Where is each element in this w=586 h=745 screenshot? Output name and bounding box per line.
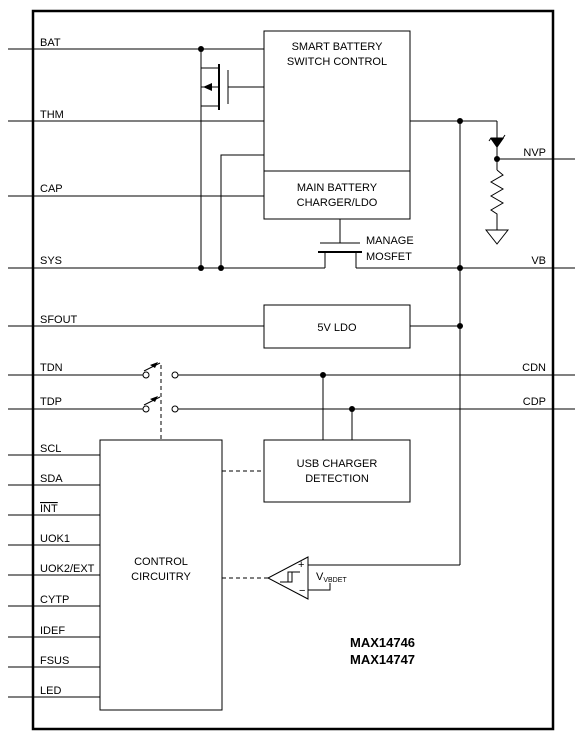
junction-sys-b [218, 265, 224, 271]
junction-bat [198, 46, 204, 52]
pin-scl-label: SCL [40, 443, 61, 455]
tdp-switch-contact-b [171, 405, 179, 413]
pin-bat-label: BAT [40, 37, 61, 49]
smart-battery-label-line1: SMART BATTERY [292, 41, 384, 53]
pin-vb-label: VB [531, 255, 546, 267]
tdn-switch-arrow [150, 362, 158, 368]
junction-vb [457, 265, 463, 271]
junction-vb-thm [457, 118, 463, 124]
pin-thm-label: THM [40, 109, 64, 121]
ground-symbol [484, 229, 510, 245]
tdp-switch-blade [143, 396, 161, 406]
part-number-2: MAX14747 [350, 652, 415, 667]
main-battery-charger-block [263, 170, 411, 220]
comparator-hysteresis-inner [284, 571, 300, 583]
junction-cdp [349, 406, 355, 412]
chip-outline [31, 9, 555, 731]
pin-tdn-label: TDN [40, 362, 63, 374]
pin-fsus-label: FSUS [40, 655, 69, 667]
pin-nvp-label: NVP [523, 147, 546, 159]
tdp-switch-arrow [150, 396, 158, 402]
manage-mosfet-label-line1: MANAGE [366, 235, 414, 247]
part-number-1: MAX14746 [350, 635, 415, 650]
junction-cdn [320, 372, 326, 378]
pin-sda-label: SDA [40, 473, 63, 485]
cap-loop-wire [220, 154, 264, 268]
vbdet-label: VVBDET [316, 571, 347, 584]
comparator-ref-wire [308, 583, 331, 591]
pin-cytp-label: CYTP [40, 594, 69, 606]
nvp-resistor [490, 169, 504, 230]
pin-tdp-label: TDP [40, 396, 62, 408]
pin-sys-label: SYS [40, 255, 62, 267]
tdn-switch-contact-a [142, 371, 150, 379]
main-charger-label-line2: CHARGER/LDO [297, 197, 378, 209]
tdp-switch-contact-a [142, 405, 150, 413]
control-circuitry-block [99, 439, 223, 711]
control-circuitry-label-line1: CONTROL [134, 556, 188, 568]
switch-mosfet-arrow [203, 83, 212, 91]
pin-idef-label: IDEF [40, 625, 65, 637]
junction-sys-a [198, 265, 204, 271]
main-charger-label-line1: MAIN BATTERY [297, 182, 378, 194]
pin-cap-label: CAP [40, 183, 63, 195]
smart-battery-label-line2: SWITCH CONTROL [287, 56, 387, 68]
tdn-switch-blade [143, 362, 161, 372]
junction-nvp [494, 156, 500, 162]
pin-cdp-label: CDP [523, 396, 546, 408]
manage-mosfet-label-line2: MOSFET [366, 251, 412, 263]
vbdet-comparator [266, 556, 309, 600]
comparator-minus-sign: − [299, 585, 305, 597]
pin-sfout-label: SFOUT [40, 314, 78, 326]
nvp-diode-triangle [490, 138, 504, 148]
usb-charger-detection-block [263, 439, 411, 503]
control-circuitry-label-line2: CIRCUITRY [131, 571, 191, 583]
usb-charger-label-line2: DETECTION [305, 473, 369, 485]
comparator-hysteresis [280, 571, 296, 583]
pin-cdn-label: CDN [522, 362, 546, 374]
junction-ldo [457, 323, 463, 329]
pin-uok1-label: UOK1 [40, 533, 70, 545]
pin-uok2-ext-label: UOK2/EXT [40, 563, 95, 575]
tdn-switch-contact-b [171, 371, 179, 379]
usb-charger-label-line1: USB CHARGER [297, 458, 378, 470]
comparator-plus-sign: + [298, 559, 304, 571]
pin-int-label: INT [40, 503, 58, 515]
ldo-label: 5V LDO [317, 322, 357, 334]
pin-led-label: LED [40, 685, 61, 697]
